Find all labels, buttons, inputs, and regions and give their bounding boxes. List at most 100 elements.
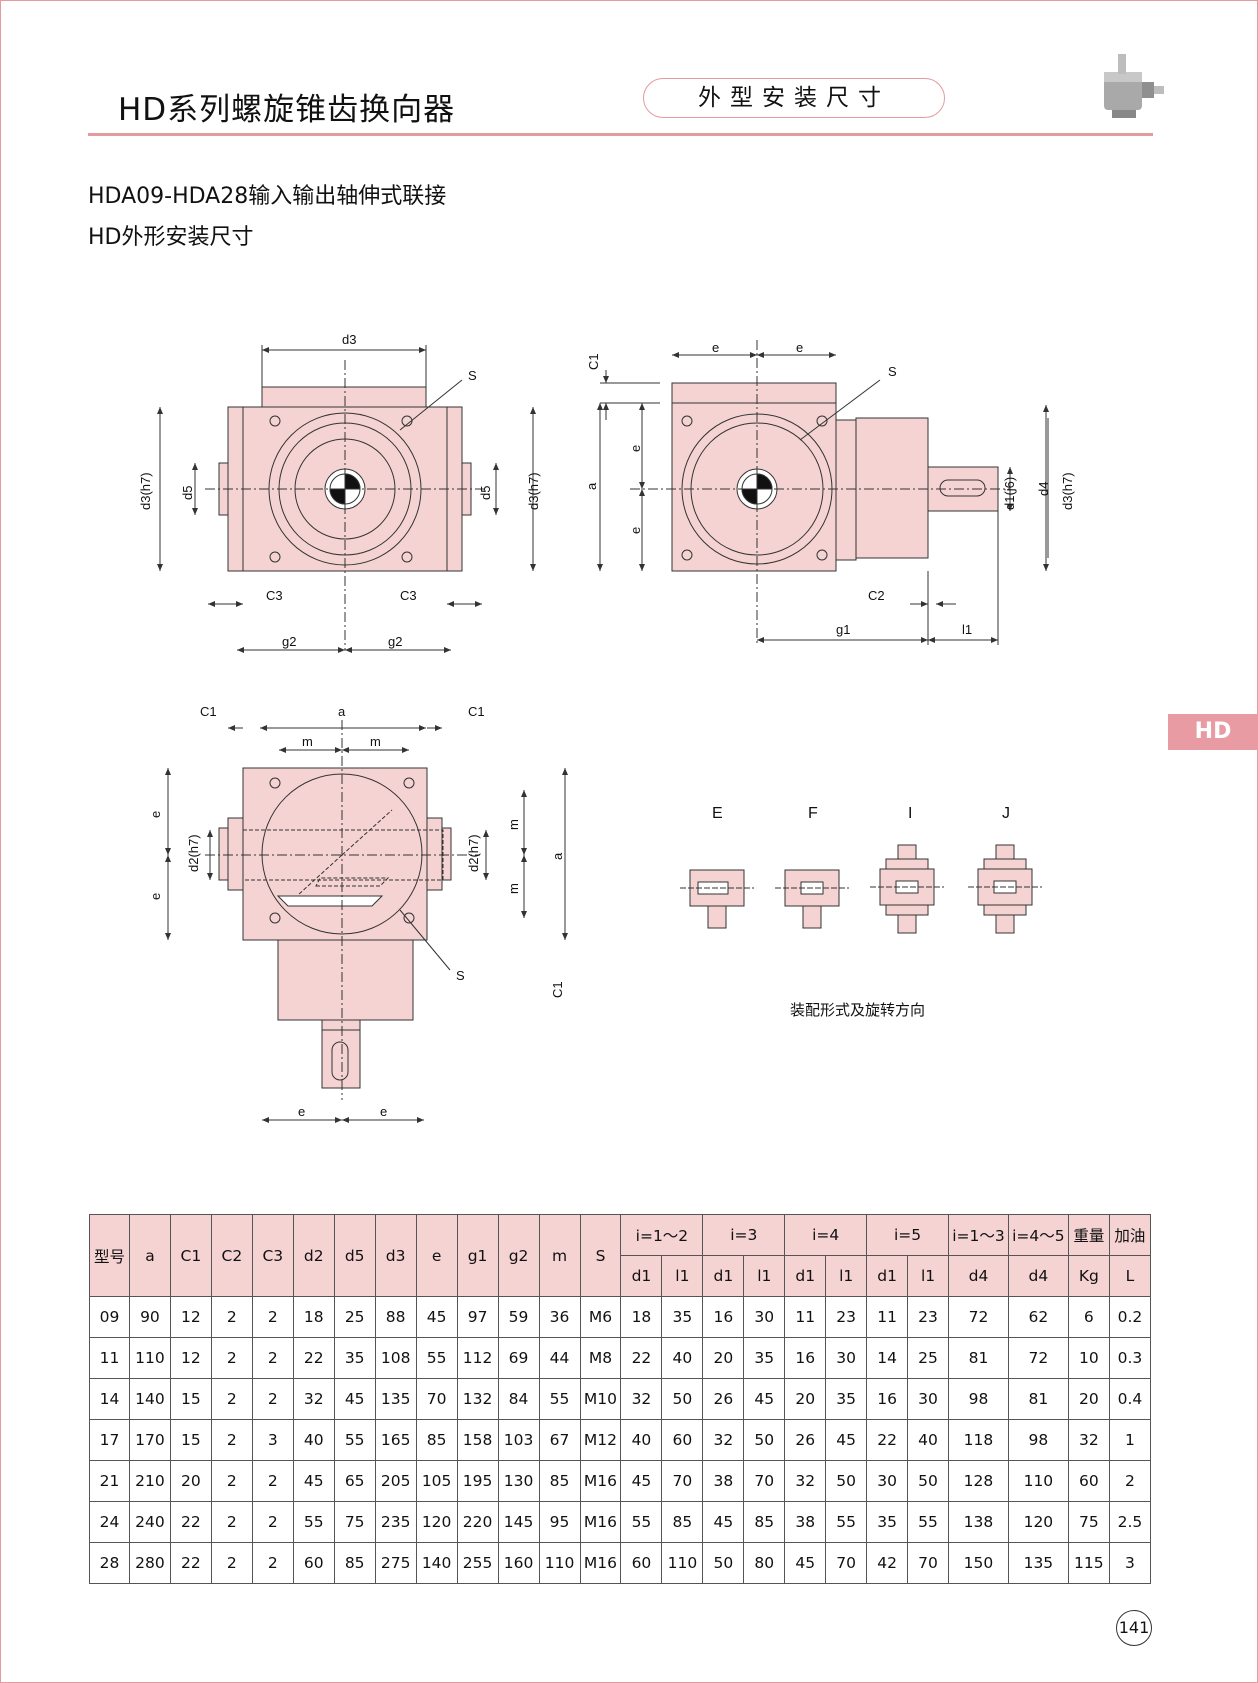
table-cell: 22 [169,1501,212,1543]
table-cell: 85 [333,1542,376,1584]
table-cell: 60 [1067,1460,1110,1502]
table-cell: 20 [702,1337,745,1379]
front-view-labels: d3 S d3(h7) d3(h7) d5 d5 C3 C3 g2 g2 [138,332,541,649]
table-cell: 69 [497,1337,540,1379]
table-cell: 32 [784,1460,827,1502]
table-cell: 103 [497,1419,540,1461]
svg-text:d3: d3 [342,332,356,347]
table-cell: 40 [907,1419,949,1461]
svg-text:C1: C1 [586,353,601,370]
table-cell: 40 [292,1419,335,1461]
table-cell: 12 [169,1337,212,1379]
table-subheader-cell: Kg [1067,1255,1110,1297]
table-cell: 12 [169,1296,212,1338]
svg-text:m: m [302,734,313,749]
table-cell: 30 [743,1296,786,1338]
table-cell: 84 [497,1378,540,1420]
table-cell: 2 [210,1296,253,1338]
table-cell: 95 [538,1501,581,1543]
table-cell: 11 [866,1296,909,1338]
table-cell: 90 [128,1296,171,1338]
table-cell: 85 [661,1501,704,1543]
table-cell: 11 [89,1337,130,1379]
table-cell: 35 [661,1296,704,1338]
table-cell: 32 [620,1378,663,1420]
table-ratio-group: i=4 [784,1214,868,1256]
svg-text:d2(h7): d2(h7) [186,834,201,872]
svg-text:a: a [584,482,599,490]
table-cell: 20 [169,1460,212,1502]
table-subheader-cell: l1 [907,1255,949,1297]
svg-text:S: S [456,968,465,983]
table-cell: 14 [866,1337,909,1379]
svg-text:d3(h7): d3(h7) [138,472,153,510]
table-ratio-group: i=1～2 [620,1214,704,1256]
side-tab-hd[interactable]: HD [1168,714,1258,750]
table-header-cell: g1 [456,1214,499,1297]
table-cell: 14 [89,1378,130,1420]
table-cell: 2 [251,1460,294,1502]
svg-text:e: e [712,340,719,355]
table-header-cell: d5 [333,1214,376,1297]
table-cell: 59 [497,1296,540,1338]
table-cell: 55 [620,1501,663,1543]
table-cell: 45 [415,1296,458,1338]
svg-text:C1: C1 [200,704,217,719]
table-cell: 160 [497,1542,540,1584]
table-cell: 2 [251,1296,294,1338]
table-cell: 42 [866,1542,909,1584]
side-view-labels: e e C1 S a e e d1(j6) d4 d3(h7) C2 g1 l1 [584,340,1075,637]
table-cell: 50 [907,1460,949,1502]
svg-text:g1: g1 [836,622,850,637]
subtitle-connection: HDA09-HDA28输入输出轴伸式联接 [88,184,447,209]
assembly-type-f [775,869,849,929]
svg-text:a: a [338,704,346,719]
table-ratio-group: i=5 [866,1214,949,1256]
table-subheader-cell: L [1108,1255,1152,1297]
svg-text:m: m [506,883,521,894]
table-cell: 32 [1067,1419,1110,1461]
svg-text:C3: C3 [400,588,417,603]
table-cell: 105 [415,1460,458,1502]
table-cell: 2.5 [1108,1501,1152,1543]
table-ratio-group: i=4～5 [1007,1214,1069,1256]
table-cell: 32 [702,1419,745,1461]
table-cell: 118 [948,1419,1009,1461]
svg-text:C3: C3 [266,588,283,603]
assembly-caption: 装配形式及旋转方向 [790,1001,926,1019]
table-cell: 135 [1007,1542,1069,1584]
table-cell: 22 [866,1419,909,1461]
table-cell: 2 [251,1501,294,1543]
svg-text:d3(h7): d3(h7) [526,472,541,510]
table-subheader-cell: d4 [948,1255,1009,1297]
svg-text:d1(j6): d1(j6) [1002,477,1017,510]
table-cell: 55 [825,1501,868,1543]
table-cell: 132 [456,1378,499,1420]
table-cell: 50 [825,1460,868,1502]
table-cell: 30 [866,1460,909,1502]
table-cell: 20 [1067,1378,1110,1420]
table-cell: 195 [456,1460,499,1502]
table-cell: 85 [415,1419,458,1461]
table-cell: 55 [415,1337,458,1379]
table-cell: 62 [1007,1296,1069,1338]
table-cell: 110 [128,1337,171,1379]
table-cell: 0.2 [1108,1296,1152,1338]
table-header-cell: 型号 [89,1214,130,1297]
svg-text:d5: d5 [180,486,195,500]
assembly-type-i [870,844,944,934]
front-view-drawing [157,345,536,653]
table-header-cell: C3 [251,1214,294,1297]
table-cell: 60 [661,1419,704,1461]
table-cell: 45 [702,1501,745,1543]
table-cell: 120 [1007,1501,1069,1543]
table-cell: 22 [620,1337,663,1379]
table-cell: 72 [948,1296,1009,1338]
table-cell: 18 [620,1296,663,1338]
table-ratio-group: 加油 [1108,1214,1152,1256]
table-cell: 55 [907,1501,949,1543]
table-cell: 70 [415,1378,458,1420]
table-cell: 2 [251,1337,294,1379]
